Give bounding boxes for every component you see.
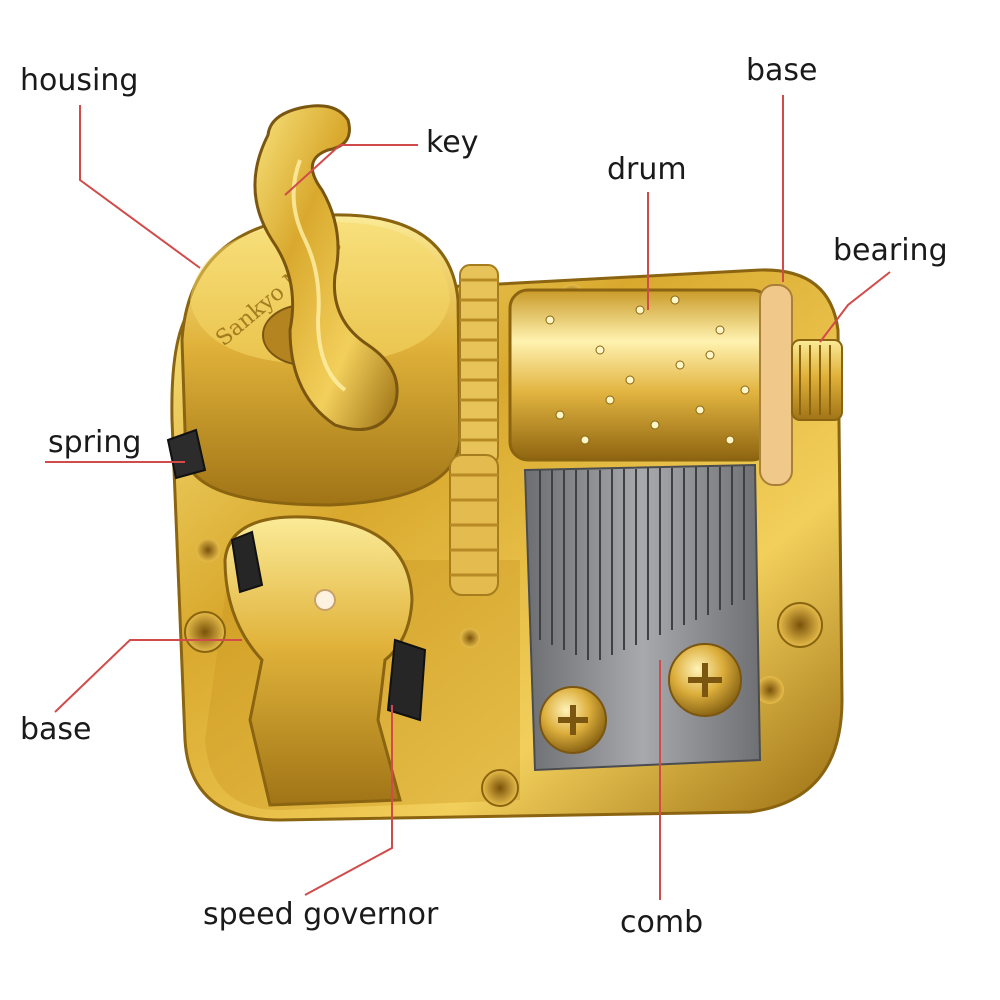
label-housing: housing (20, 63, 139, 98)
spring-tab (166, 428, 207, 480)
leader-speed-governor (304, 705, 393, 896)
leader-bearing (819, 271, 891, 343)
label-speed-governor: speed governor (203, 897, 439, 932)
drum (508, 288, 772, 462)
leader-lines (45, 95, 891, 900)
label-bearing: bearing (833, 233, 948, 268)
label-drum: drum (607, 152, 687, 187)
label-comb: comb (620, 905, 704, 940)
label-base-top: base (746, 53, 818, 88)
leader-housing (79, 105, 201, 269)
label-base-left: base (20, 712, 92, 747)
comb (523, 463, 762, 772)
gear-train (449, 264, 499, 596)
winding-key (253, 104, 399, 431)
speed-governor (223, 515, 427, 807)
label-spring: spring (48, 425, 142, 460)
label-key: key (426, 125, 479, 160)
leader-base-left (54, 639, 242, 713)
bearing (759, 284, 843, 486)
